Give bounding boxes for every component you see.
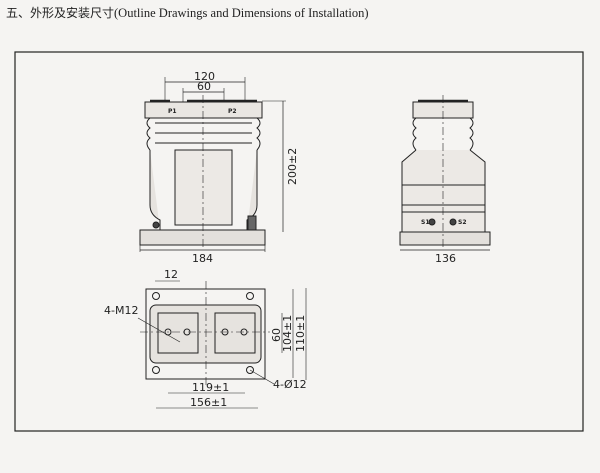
dim-height-200: 200±2 (286, 148, 299, 185)
dim-12: 12 (164, 268, 178, 281)
terminal-s2: S2 (458, 219, 467, 226)
section-title: 五、外形及安装尺寸(Outline Drawings and Dimension… (6, 4, 368, 21)
dim-136: 136 (435, 252, 456, 265)
terminal-s1: S1 (421, 219, 430, 226)
dim-184: 184 (192, 252, 213, 265)
dim-156: 156±1 (190, 396, 227, 409)
label-4-hole-12: 4-Ø12 (273, 378, 307, 391)
dim-120: 120 (194, 70, 215, 83)
title-cn: 五、外形及安装尺寸 (6, 6, 115, 20)
dim-60: 60 (197, 80, 211, 93)
dim-60-bottom: 60 (270, 328, 283, 342)
label-4-m12: 4-M12 (104, 304, 138, 317)
terminal-p1: P1 (168, 108, 177, 115)
dim-110: 110±1 (294, 315, 307, 352)
bottom-view (137, 280, 307, 409)
drawing-frame (14, 51, 584, 432)
terminal-p2: P2 (228, 108, 237, 115)
front-view (139, 77, 286, 252)
dim-119: 119±1 (192, 381, 229, 394)
side-view (399, 95, 491, 251)
dim-104: 104±1 (281, 315, 294, 352)
title-en: (Outline Drawings and Dimensions of Inst… (114, 6, 369, 20)
